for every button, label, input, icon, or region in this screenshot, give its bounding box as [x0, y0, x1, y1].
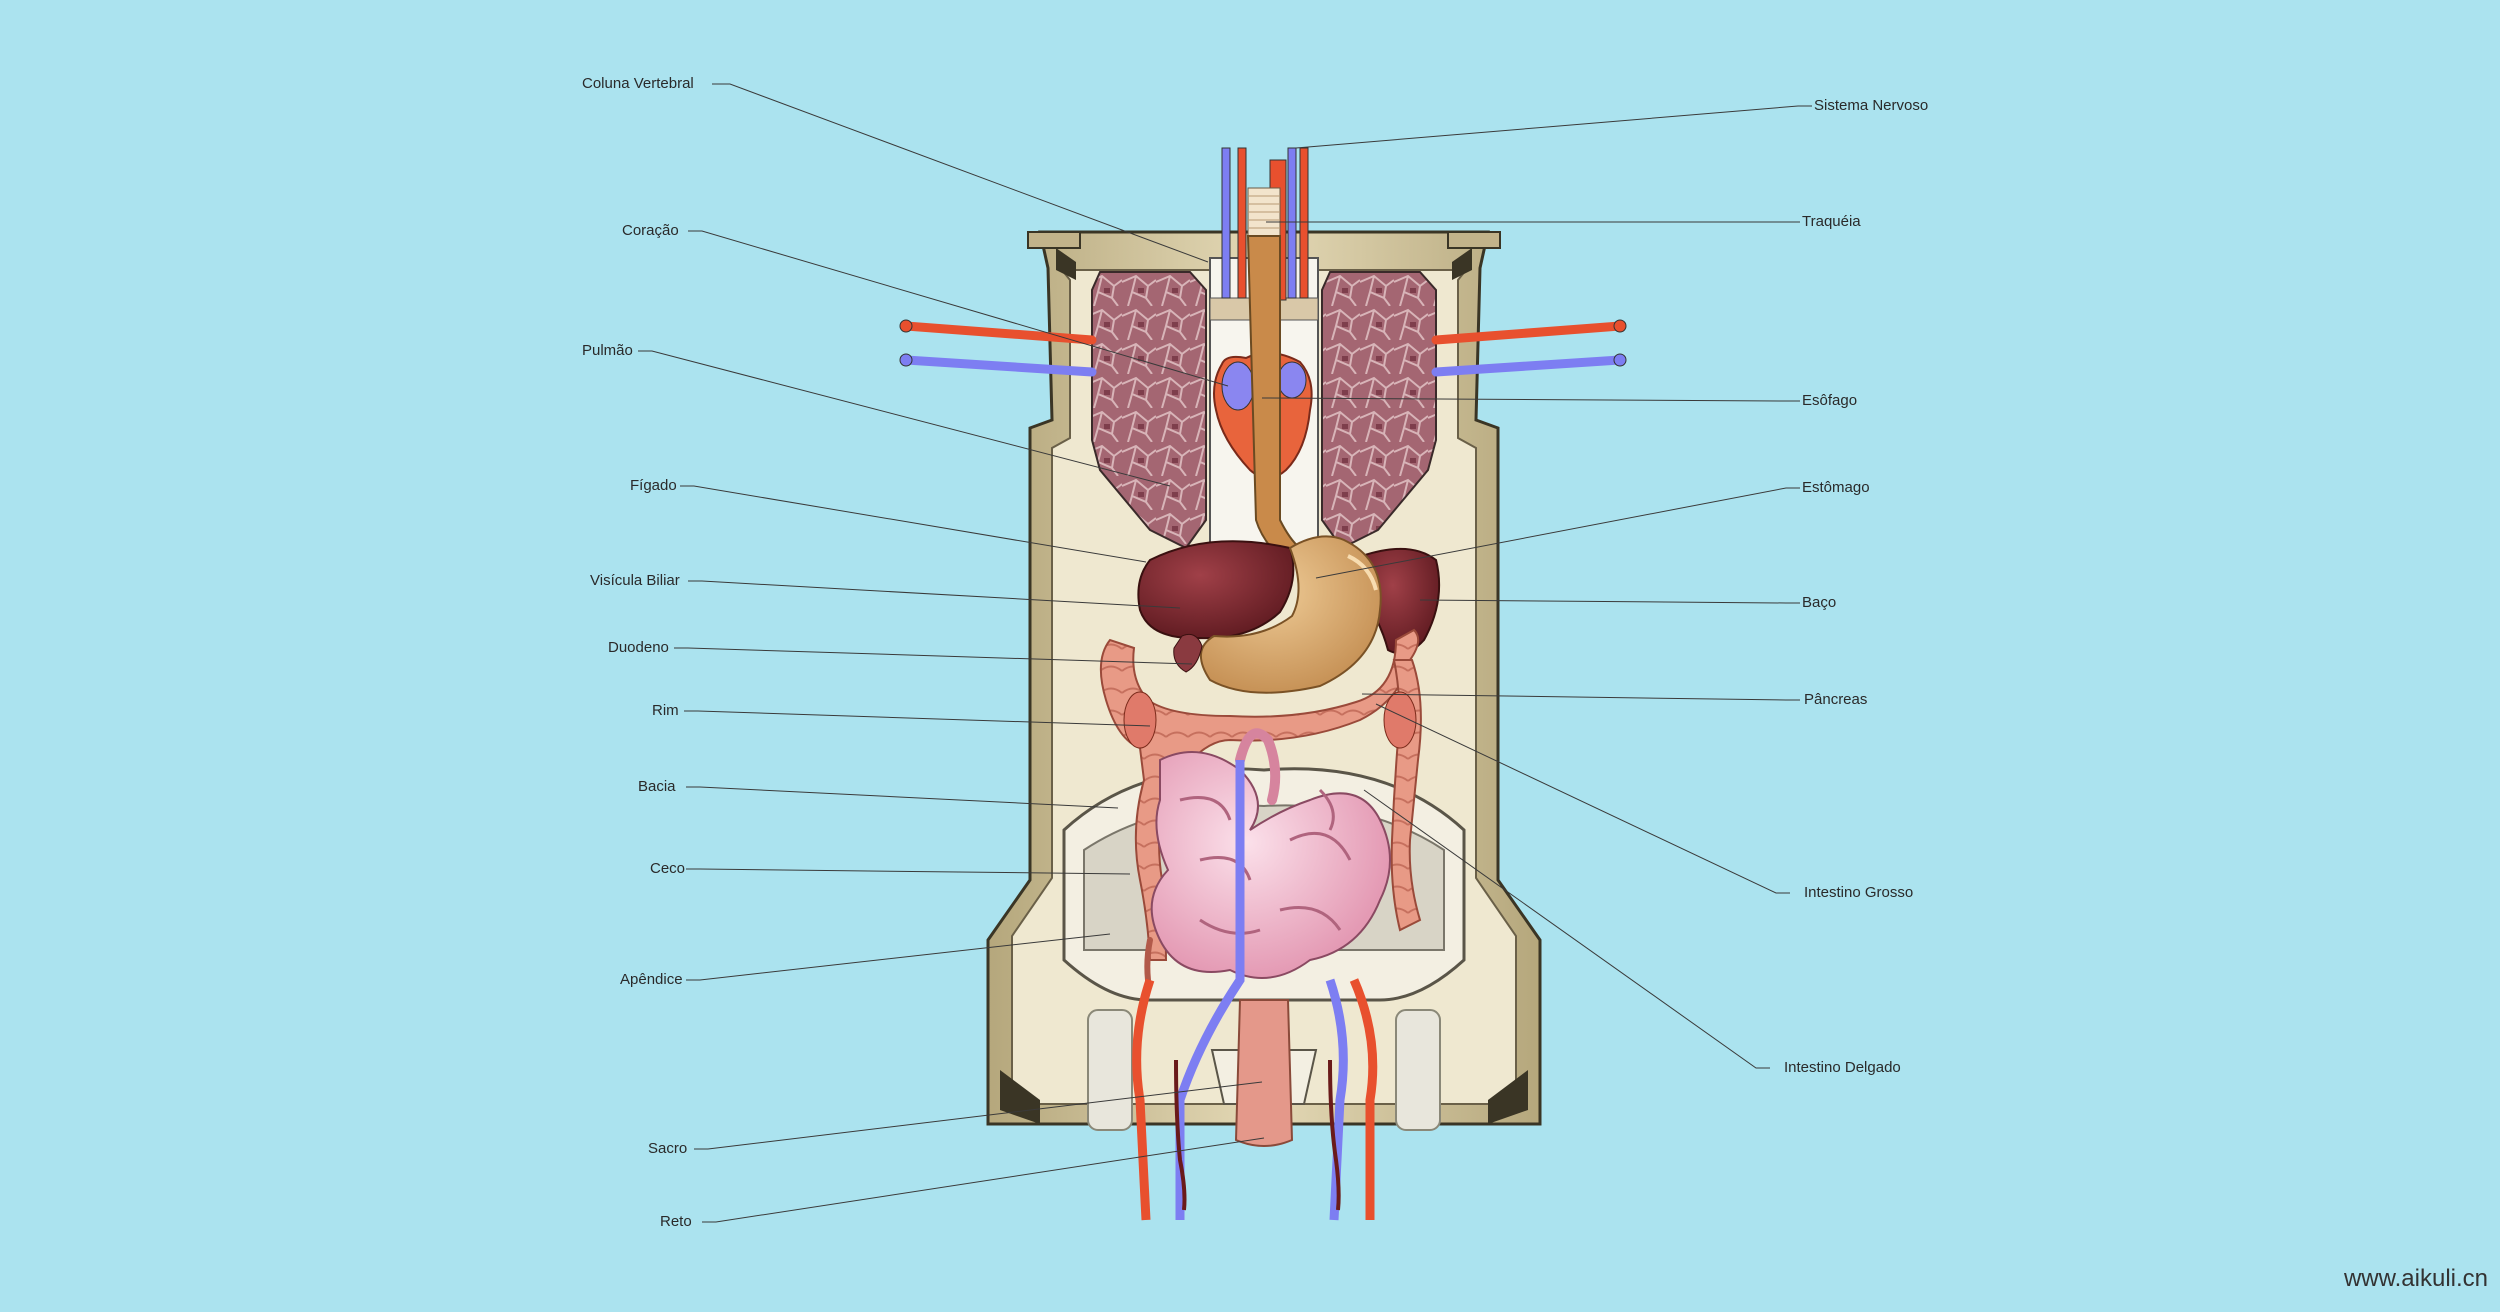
label-sacro: Sacro [648, 1140, 688, 1157]
label-visicula-biliar: Visícula Biliar [590, 572, 680, 589]
label-esofago: Esôfago [1802, 392, 1858, 409]
label-ceco: Ceco [650, 860, 686, 877]
label-bacia: Bacia [638, 778, 676, 795]
spleen [1360, 547, 1441, 655]
watermark: www.aikuli.cn [2343, 1265, 2488, 1292]
gallbladder [1173, 633, 1203, 673]
label-pulmao: Pulmão [582, 342, 633, 359]
label-coracao: Coração [622, 222, 679, 239]
label-duodeno: Duodeno [608, 639, 669, 656]
label-apendice: Apêndice [620, 971, 683, 988]
leader-lines [638, 83, 1812, 1223]
label-pancreas: Pâncreas [1804, 691, 1868, 708]
label-figado: Fígado [630, 477, 677, 494]
rectum [1234, 999, 1294, 1147]
stomach [1200, 535, 1382, 694]
small-intestine [1150, 728, 1391, 979]
appendix [1144, 937, 1153, 983]
kidneys [1123, 691, 1417, 749]
label-coluna-vertebral: Coluna Vertebral [582, 75, 694, 92]
label-traqueia: Traquéia [1802, 213, 1861, 230]
iliac-vessels [1132, 760, 1378, 1221]
label-rim: Rim [652, 702, 679, 719]
lungs [1091, 271, 1437, 550]
label-baco: Baço [1802, 594, 1837, 611]
label-intestino-grosso: Intestino Grosso [1804, 884, 1914, 901]
label-reto: Reto [660, 1213, 692, 1230]
label-intestino-delgado: Intestino Delgado [1784, 1059, 1901, 1076]
trachea [1247, 187, 1281, 239]
label-estomago: Estômago [1802, 479, 1870, 496]
liver [1137, 540, 1295, 640]
label-sistema-nervoso: Sistema Nervoso [1814, 97, 1929, 114]
